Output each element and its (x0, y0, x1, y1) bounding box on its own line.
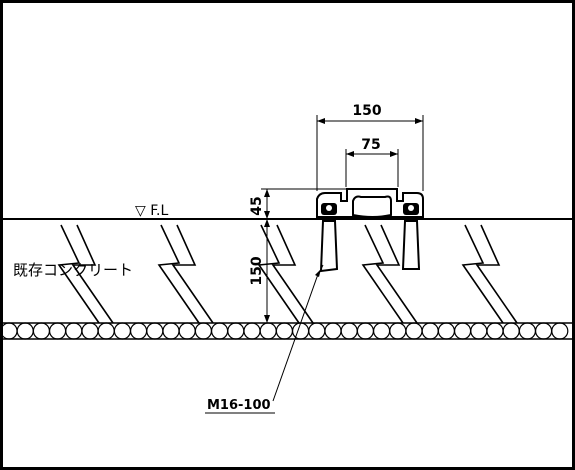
gravel-bead (146, 322, 164, 340)
gravel-bead (16, 322, 34, 340)
gravel-bead (3, 322, 18, 340)
hatch-stroke (257, 224, 300, 324)
dim-height-embed-label: 150 (249, 256, 265, 285)
left-anchor-bolt (319, 220, 339, 273)
gravel-bead (518, 322, 537, 340)
gravel-bead (32, 322, 51, 340)
dim-width-inner: 75 (345, 137, 399, 187)
gravel-bead (243, 322, 261, 340)
gravel-bead (502, 322, 520, 340)
gravel-bead (389, 322, 407, 340)
dim-height-embed: 150 (249, 219, 270, 323)
gravel-bead (373, 322, 391, 340)
gravel-bead (437, 322, 455, 340)
dim-height-top: 45 (249, 188, 347, 219)
material-label: 既存コンクリート (13, 261, 133, 279)
gravel-bead (194, 322, 212, 340)
gravel-bead (259, 322, 277, 340)
gravel-bead (356, 322, 374, 340)
gravel-bead (130, 322, 148, 340)
hatch-stroke (171, 224, 214, 324)
hatch-stroke (361, 224, 404, 324)
gravel-bead (534, 322, 553, 340)
gravel-bead (227, 322, 245, 340)
gravel-bead (421, 322, 439, 340)
gravel-bead (405, 322, 423, 340)
gravel-bead (470, 322, 488, 340)
gravel-bead (454, 322, 472, 340)
gravel-bead (81, 322, 99, 340)
hatch-stroke (375, 224, 418, 324)
gravel-bead (308, 322, 326, 340)
hatch-stroke (461, 224, 504, 324)
gravel-beads (3, 322, 569, 340)
gravel-bead (275, 322, 293, 340)
dim-width-outer-label: 150 (352, 103, 381, 119)
gravel-bead (292, 322, 310, 340)
gravel-bead (324, 322, 342, 340)
dim-width-inner-label: 75 (361, 137, 380, 153)
gravel-bead (340, 322, 358, 340)
hatch-stroke (57, 224, 100, 324)
floor-level-label: ▽ F.L (135, 203, 168, 219)
gravel-bead (178, 322, 196, 340)
hatch-stroke (271, 224, 314, 324)
gravel-bead (97, 322, 115, 340)
anchor-leader: M16-100 (205, 264, 324, 414)
right-anchor-bolt (401, 220, 421, 270)
concrete-hatching (57, 224, 518, 324)
anchor-label: M16-100 (207, 398, 271, 413)
gravel-bead (162, 322, 180, 340)
rail-channel (316, 188, 424, 218)
gravel-bead (113, 322, 132, 340)
cross-section-drawing: 150 75 45 150 ▽ F.L 既存コンクリート M16-100 (3, 103, 572, 414)
gravel-bead (211, 322, 229, 340)
hatch-stroke (157, 224, 200, 324)
dim-width-outer: 150 (316, 103, 424, 191)
gravel-bead (65, 322, 83, 340)
hatch-stroke (475, 224, 518, 324)
gravel-bead (48, 322, 67, 340)
dim-height-top-label: 45 (249, 196, 265, 215)
gravel-bead (486, 322, 504, 340)
gravel-bead (551, 322, 569, 340)
hatch-stroke (71, 224, 114, 324)
